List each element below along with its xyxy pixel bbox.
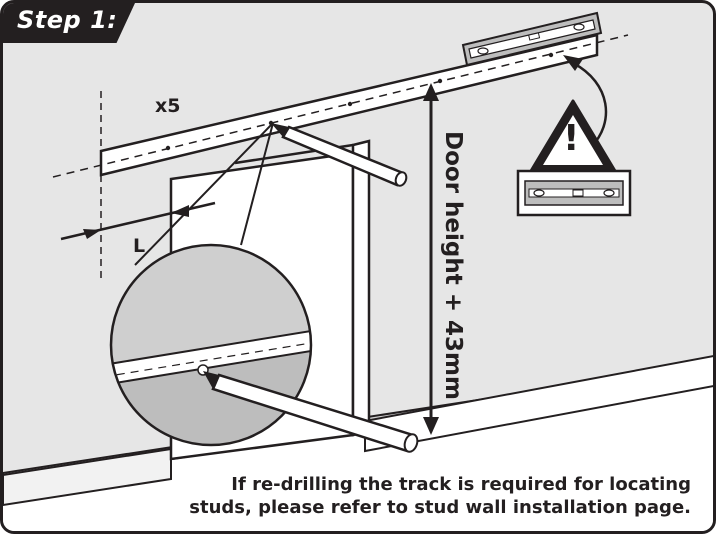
step-tab: Step 1: [3, 3, 135, 43]
skirting-board-right [364, 355, 713, 453]
track-hole [165, 145, 171, 151]
note-line-1: If re-drilling the track is required for… [231, 474, 691, 495]
door-height-label: Door height + 43mm [440, 131, 466, 400]
magnifier-pointer [134, 122, 274, 266]
track-hole [437, 78, 443, 84]
length-arrow-left [83, 229, 101, 239]
height-arrow-bottom [423, 417, 439, 435]
height-arrow-top [423, 83, 439, 101]
track-center-line [52, 34, 629, 178]
magnifier-outline [109, 243, 313, 447]
note-line-2: studs, please refer to stud wall install… [189, 497, 691, 518]
track-hole [548, 52, 554, 58]
track-hole [347, 101, 353, 107]
level-inset [516, 169, 632, 217]
length-label: L [133, 235, 146, 257]
pencil-top [271, 123, 408, 187]
pencil-magnified [203, 371, 419, 453]
step-label: Step 1: [17, 6, 118, 34]
installation-illustration [3, 11, 713, 531]
curved-arrow-head [563, 55, 583, 71]
magnifier-pointer [240, 122, 274, 246]
curved-arrow [572, 61, 608, 148]
instruction-note: If re-drilling the track is required for… [189, 473, 691, 519]
door-frame-jamb [351, 139, 371, 437]
hole-quantity-label: x5 [155, 95, 181, 117]
skirting-board-left [3, 447, 172, 507]
warning-exclamation: ! [563, 118, 580, 159]
warning-triangle-inner [543, 115, 603, 165]
spirit-level-top [461, 11, 603, 67]
